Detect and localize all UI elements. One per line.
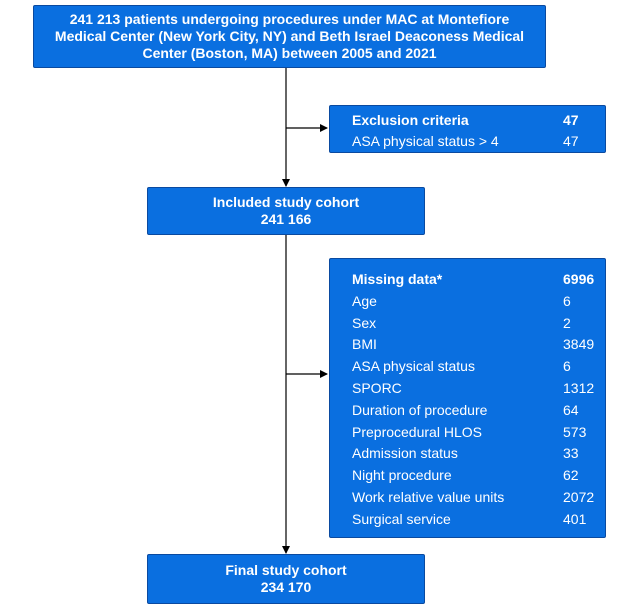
missing-value-hlos: 573 <box>563 423 587 440</box>
missing-header-row: Missing data* 6996 <box>352 268 605 290</box>
missing-row-sex: Sex 2 <box>352 312 605 334</box>
missing-label-asa: ASA physical status <box>352 358 475 375</box>
final-cohort-box: Final study cohort 234 170 <box>147 554 425 604</box>
exclusion-item-row: ASA physical status > 4 47 <box>352 131 605 151</box>
missing-row-admission: Admission status 33 <box>352 443 605 465</box>
missing-label-duration: Duration of procedure <box>352 401 488 418</box>
missing-value-admission: 33 <box>563 445 579 462</box>
missing-label-night: Night procedure <box>352 467 452 484</box>
missing-row-bmi: BMI 3849 <box>352 334 605 356</box>
source-population-line-1: 241 213 patients undergoing procedures u… <box>69 11 510 27</box>
missing-label-age: Age <box>352 292 377 309</box>
missing-value-asa: 6 <box>563 358 571 375</box>
missing-total: 6996 <box>563 271 595 287</box>
missing-label-sex: Sex <box>352 314 377 331</box>
exclusion-total: 47 <box>563 112 579 128</box>
exclusion-item-label: ASA physical status > 4 <box>352 133 499 149</box>
missing-value-sex: 2 <box>563 314 571 331</box>
missing-row-night: Night procedure 62 <box>352 464 605 486</box>
missing-label-service: Surgical service <box>352 510 451 527</box>
missing-row-hlos: Preprocedural HLOS 573 <box>352 421 605 443</box>
missing-value-sporc: 1312 <box>563 380 595 397</box>
missing-row-duration: Duration of procedure 64 <box>352 399 605 421</box>
missing-value-night: 62 <box>563 467 579 484</box>
source-population-box: 241 213 patients undergoing procedures u… <box>33 5 546 68</box>
missing-value-wrvu: 2072 <box>563 489 595 506</box>
missing-value-age: 6 <box>563 292 571 309</box>
missing-label-bmi: BMI <box>352 336 377 353</box>
missing-row-wrvu: Work relative value units 2072 <box>352 486 605 508</box>
missing-label-admission: Admission status <box>352 445 458 462</box>
exclusion-criteria-box: Exclusion criteria 47 ASA physical statu… <box>329 105 606 153</box>
missing-value-bmi: 3849 <box>563 336 595 353</box>
missing-row-age: Age 6 <box>352 290 605 312</box>
included-cohort-title: Included study cohort <box>212 194 360 210</box>
source-population-line-3: Center (Boston, MA) between 2005 and 202… <box>142 45 437 61</box>
included-cohort-count: 241 166 <box>260 211 312 227</box>
missing-data-box: Missing data* 6996 Age 6 Sex 2 BMI 3849 … <box>329 258 606 538</box>
final-cohort-count: 234 170 <box>260 579 312 595</box>
included-cohort-box: Included study cohort 241 166 <box>147 187 425 235</box>
missing-row-service: Surgical service 401 <box>352 508 605 530</box>
missing-row-sporc: SPORC 1312 <box>352 377 605 399</box>
source-population-line-2: Medical Center (New York City, NY) and B… <box>54 28 525 44</box>
missing-title: Missing data* <box>352 271 443 287</box>
missing-value-service: 401 <box>563 510 587 527</box>
final-cohort-title: Final study cohort <box>225 562 347 578</box>
missing-label-wrvu: Work relative value units <box>352 489 505 506</box>
missing-label-sporc: SPORC <box>352 380 402 397</box>
missing-row-asa: ASA physical status 6 <box>352 355 605 377</box>
missing-value-duration: 64 <box>563 401 579 418</box>
missing-label-hlos: Preprocedural HLOS <box>352 423 482 440</box>
exclusion-header-row: Exclusion criteria 47 <box>352 109 605 131</box>
exclusion-title: Exclusion criteria <box>352 112 469 128</box>
exclusion-item-value: 47 <box>563 133 579 149</box>
